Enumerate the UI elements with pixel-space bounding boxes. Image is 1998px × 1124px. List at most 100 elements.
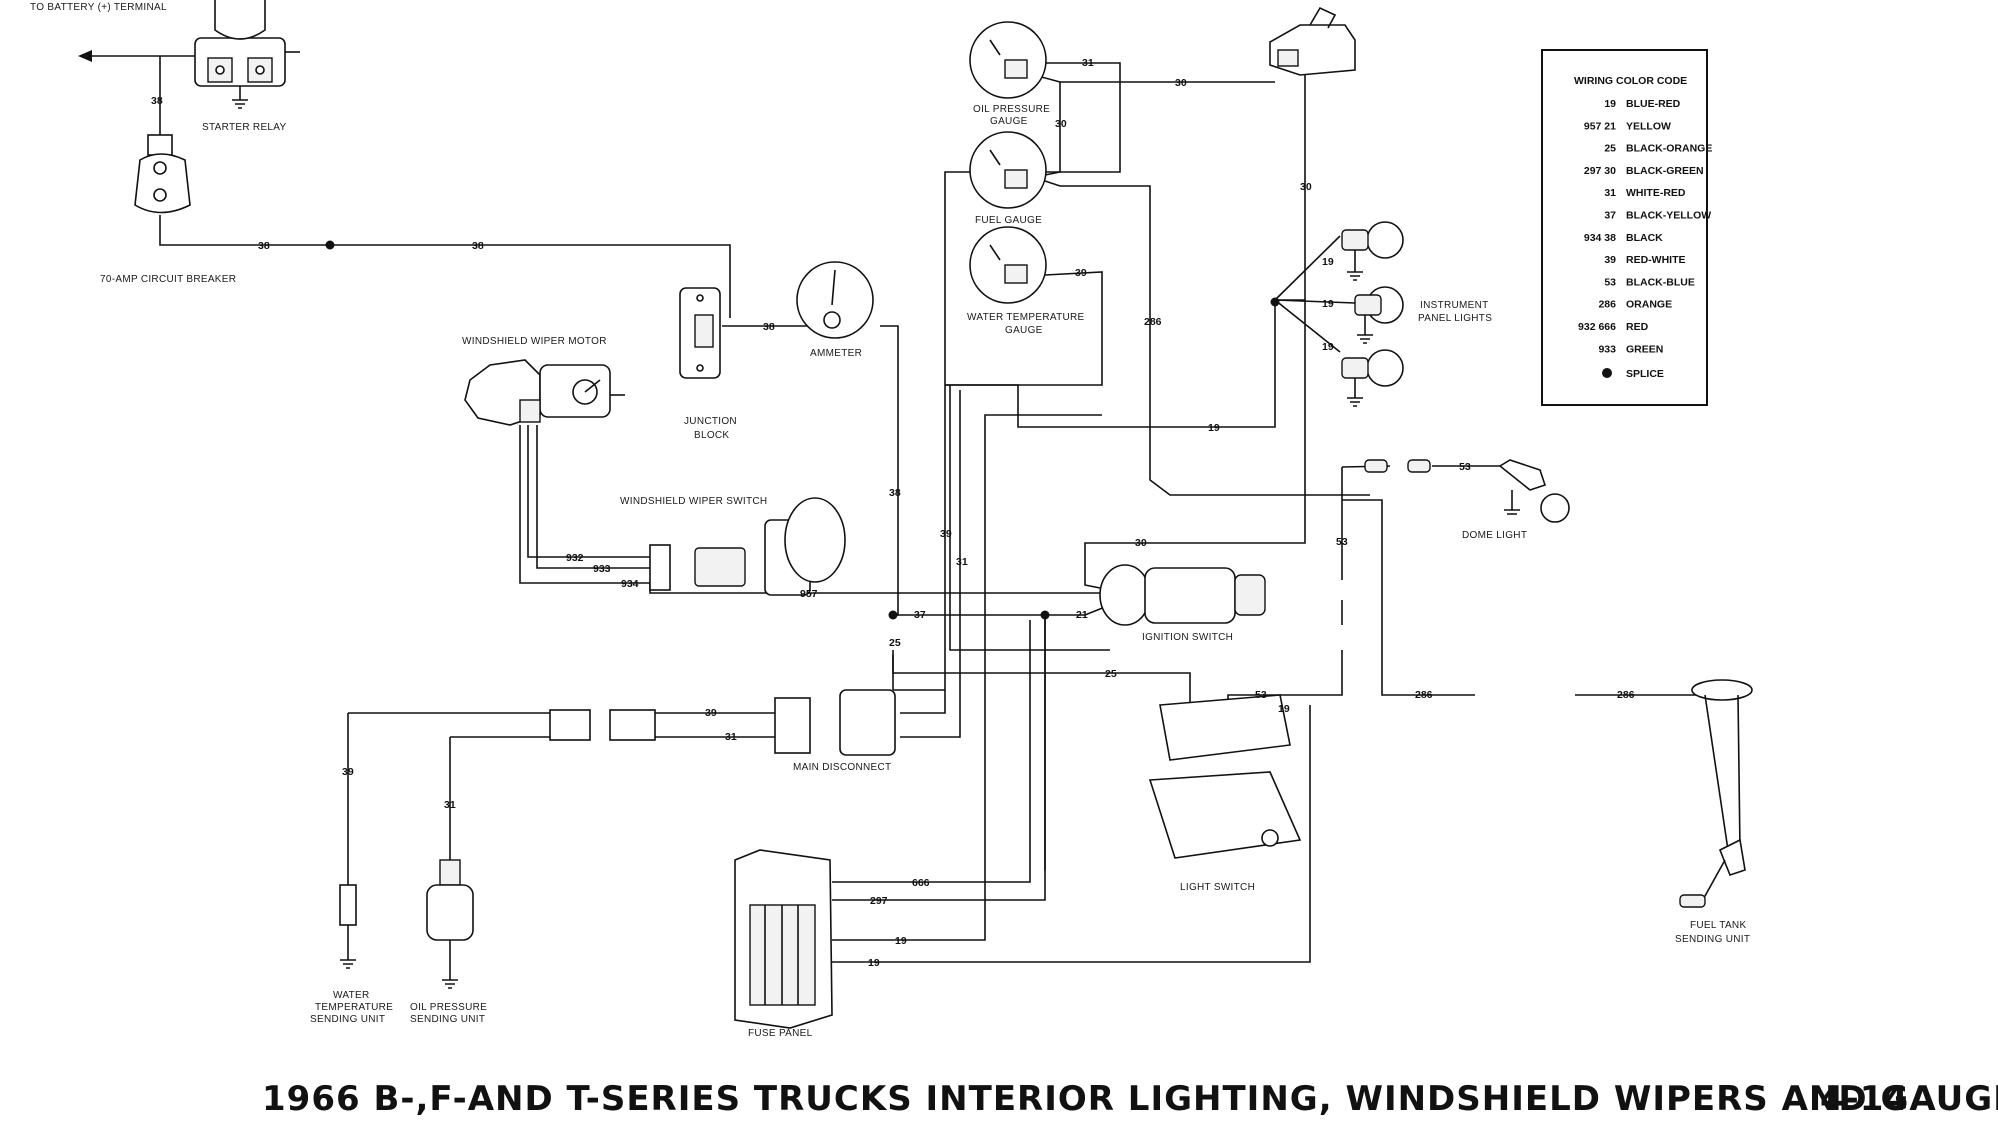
ignition-switch-label: IGNITION SWITCH <box>1142 632 1233 643</box>
wire-number: 53 <box>1255 689 1267 701</box>
legend-color: YELLOW <box>1626 120 1671 132</box>
legend-splice-label: SPLICE <box>1626 368 1664 380</box>
wire-number: 286 <box>1415 689 1433 701</box>
wire-number: 19 <box>1208 422 1220 434</box>
legend-color: BLACK-BLUE <box>1626 276 1695 288</box>
fuel-tank-label: FUEL TANK <box>1690 920 1746 931</box>
splice-icon <box>1040 610 1050 620</box>
wiper-motor-label: WINDSHIELD WIPER MOTOR <box>462 336 607 347</box>
wire-number: 286 <box>1144 316 1162 328</box>
legend-code: 25 <box>1604 143 1616 155</box>
wire-number: 933 <box>593 563 611 575</box>
ammeter <box>796 261 874 339</box>
fuel-gauge <box>969 131 1047 209</box>
legend-color: RED <box>1626 321 1649 333</box>
starter-relay <box>194 0 300 109</box>
circuit-breaker-label: 70-AMP CIRCUIT BREAKER <box>100 274 236 285</box>
oil-gauge-label: OIL PRESSURE <box>973 104 1050 115</box>
legend-code: 932 666 <box>1578 321 1616 333</box>
fuel-tank-sending-unit <box>1679 679 1753 908</box>
legend-color: BLACK <box>1626 232 1663 244</box>
oil-sender-label: OIL PRESSURE <box>410 1002 487 1013</box>
fuel-gauge-label: FUEL GAUGE <box>975 215 1042 226</box>
splice-icon <box>325 240 335 250</box>
legend-color: BLACK-GREEN <box>1626 165 1704 177</box>
panel-lights-label: INSTRUMENT <box>1420 300 1489 311</box>
splices <box>325 240 1050 620</box>
wire-number: 934 <box>621 578 639 590</box>
circuit-breaker <box>134 134 191 214</box>
wire-number: 30 <box>1135 537 1147 549</box>
wire-number: 38 <box>763 321 775 333</box>
wire-number: 25 <box>1105 668 1117 680</box>
wire-number: 37 <box>914 609 926 621</box>
wire-number: 38 <box>258 240 270 252</box>
wiper-switch <box>649 497 846 596</box>
wire-number: 31 <box>444 799 456 811</box>
panel-light-bulb-icon <box>1341 349 1404 407</box>
legend-code: 933 <box>1598 343 1616 355</box>
ammeter-label: AMMETER <box>810 348 862 359</box>
legend-code: 39 <box>1604 254 1616 266</box>
component-labels: TO BATTERY (+) TERMINAL STARTER RELAY 70… <box>30 2 1750 1039</box>
water-gauge-label: WATER TEMPERATURE <box>967 312 1085 323</box>
wire-number: 30 <box>1175 77 1187 89</box>
splice-icon <box>1270 297 1280 307</box>
wire-number: 19 <box>1322 256 1334 268</box>
legend-color: WHITE-RED <box>1626 187 1686 199</box>
wire-number: 39 <box>705 707 717 719</box>
legend-code: 934 38 <box>1584 232 1616 244</box>
panel-light-bulb-icon <box>1341 221 1404 281</box>
ignition-switch <box>1099 564 1266 626</box>
wire-number: 19 <box>895 935 907 947</box>
light-switch <box>1148 694 1302 859</box>
wire-number: 39 <box>940 528 952 540</box>
wire-number: 666 <box>912 877 930 889</box>
wire-number: 31 <box>956 556 968 568</box>
legend-title: WIRING COLOR CODE <box>1574 75 1687 87</box>
wire-number: 39 <box>342 766 354 778</box>
wire-number: 19 <box>1322 341 1334 353</box>
water-temperature-sender <box>339 884 357 969</box>
wire-number: 19 <box>1322 298 1334 310</box>
wire-number: 30 <box>1300 181 1312 193</box>
fuel-tank-label: SENDING UNIT <box>1675 934 1750 945</box>
legend-code: 37 <box>1604 210 1616 222</box>
wire-number: 297 <box>870 895 888 907</box>
wiper-motor <box>464 359 625 426</box>
legend-code: 957 21 <box>1584 120 1616 132</box>
light-switch-label: LIGHT SWITCH <box>1180 882 1255 893</box>
dome-light <box>1364 459 1570 523</box>
junction-block <box>679 287 721 379</box>
splice-icon <box>888 610 898 620</box>
legend-color: BLACK-ORANGE <box>1626 143 1712 155</box>
main-disconnect <box>549 689 896 756</box>
water-gauge-label: GAUGE <box>1005 325 1043 336</box>
main-disconnect-label: MAIN DISCONNECT <box>793 762 891 773</box>
splice-icon <box>1602 368 1612 378</box>
water-temperature-gauge <box>969 226 1047 304</box>
wire-number: 53 <box>1336 536 1348 548</box>
legend-color: BLUE-RED <box>1626 98 1681 110</box>
battery-terminal-label: TO BATTERY (+) TERMINAL <box>30 2 167 13</box>
legend-code: 53 <box>1604 276 1616 288</box>
wire-number: 19 <box>868 957 880 969</box>
water-sender-label: WATER <box>333 990 370 1001</box>
oil-pressure-sender <box>426 859 474 989</box>
oil-gauge-label: GAUGE <box>990 116 1028 127</box>
legend-code: 286 <box>1598 299 1616 311</box>
wire-number: 957 <box>800 588 818 600</box>
wire-number: 38 <box>472 240 484 252</box>
water-sender-label: SENDING UNIT <box>310 1014 385 1025</box>
wire-numbers: 38 38 38 38 38 31 30 30 30 39 286 19 19 … <box>151 57 1635 969</box>
dome-light-label: DOME LIGHT <box>1462 530 1527 541</box>
wire-number: 39 <box>1075 267 1087 279</box>
wire-number: 30 <box>1055 118 1067 130</box>
fuse-panel <box>734 849 833 1029</box>
wiper-switch-label: WINDSHIELD WIPER SWITCH <box>620 496 767 507</box>
fuse-panel-label: FUSE PANEL <box>748 1028 813 1039</box>
junction-block-label: BLOCK <box>694 430 729 441</box>
